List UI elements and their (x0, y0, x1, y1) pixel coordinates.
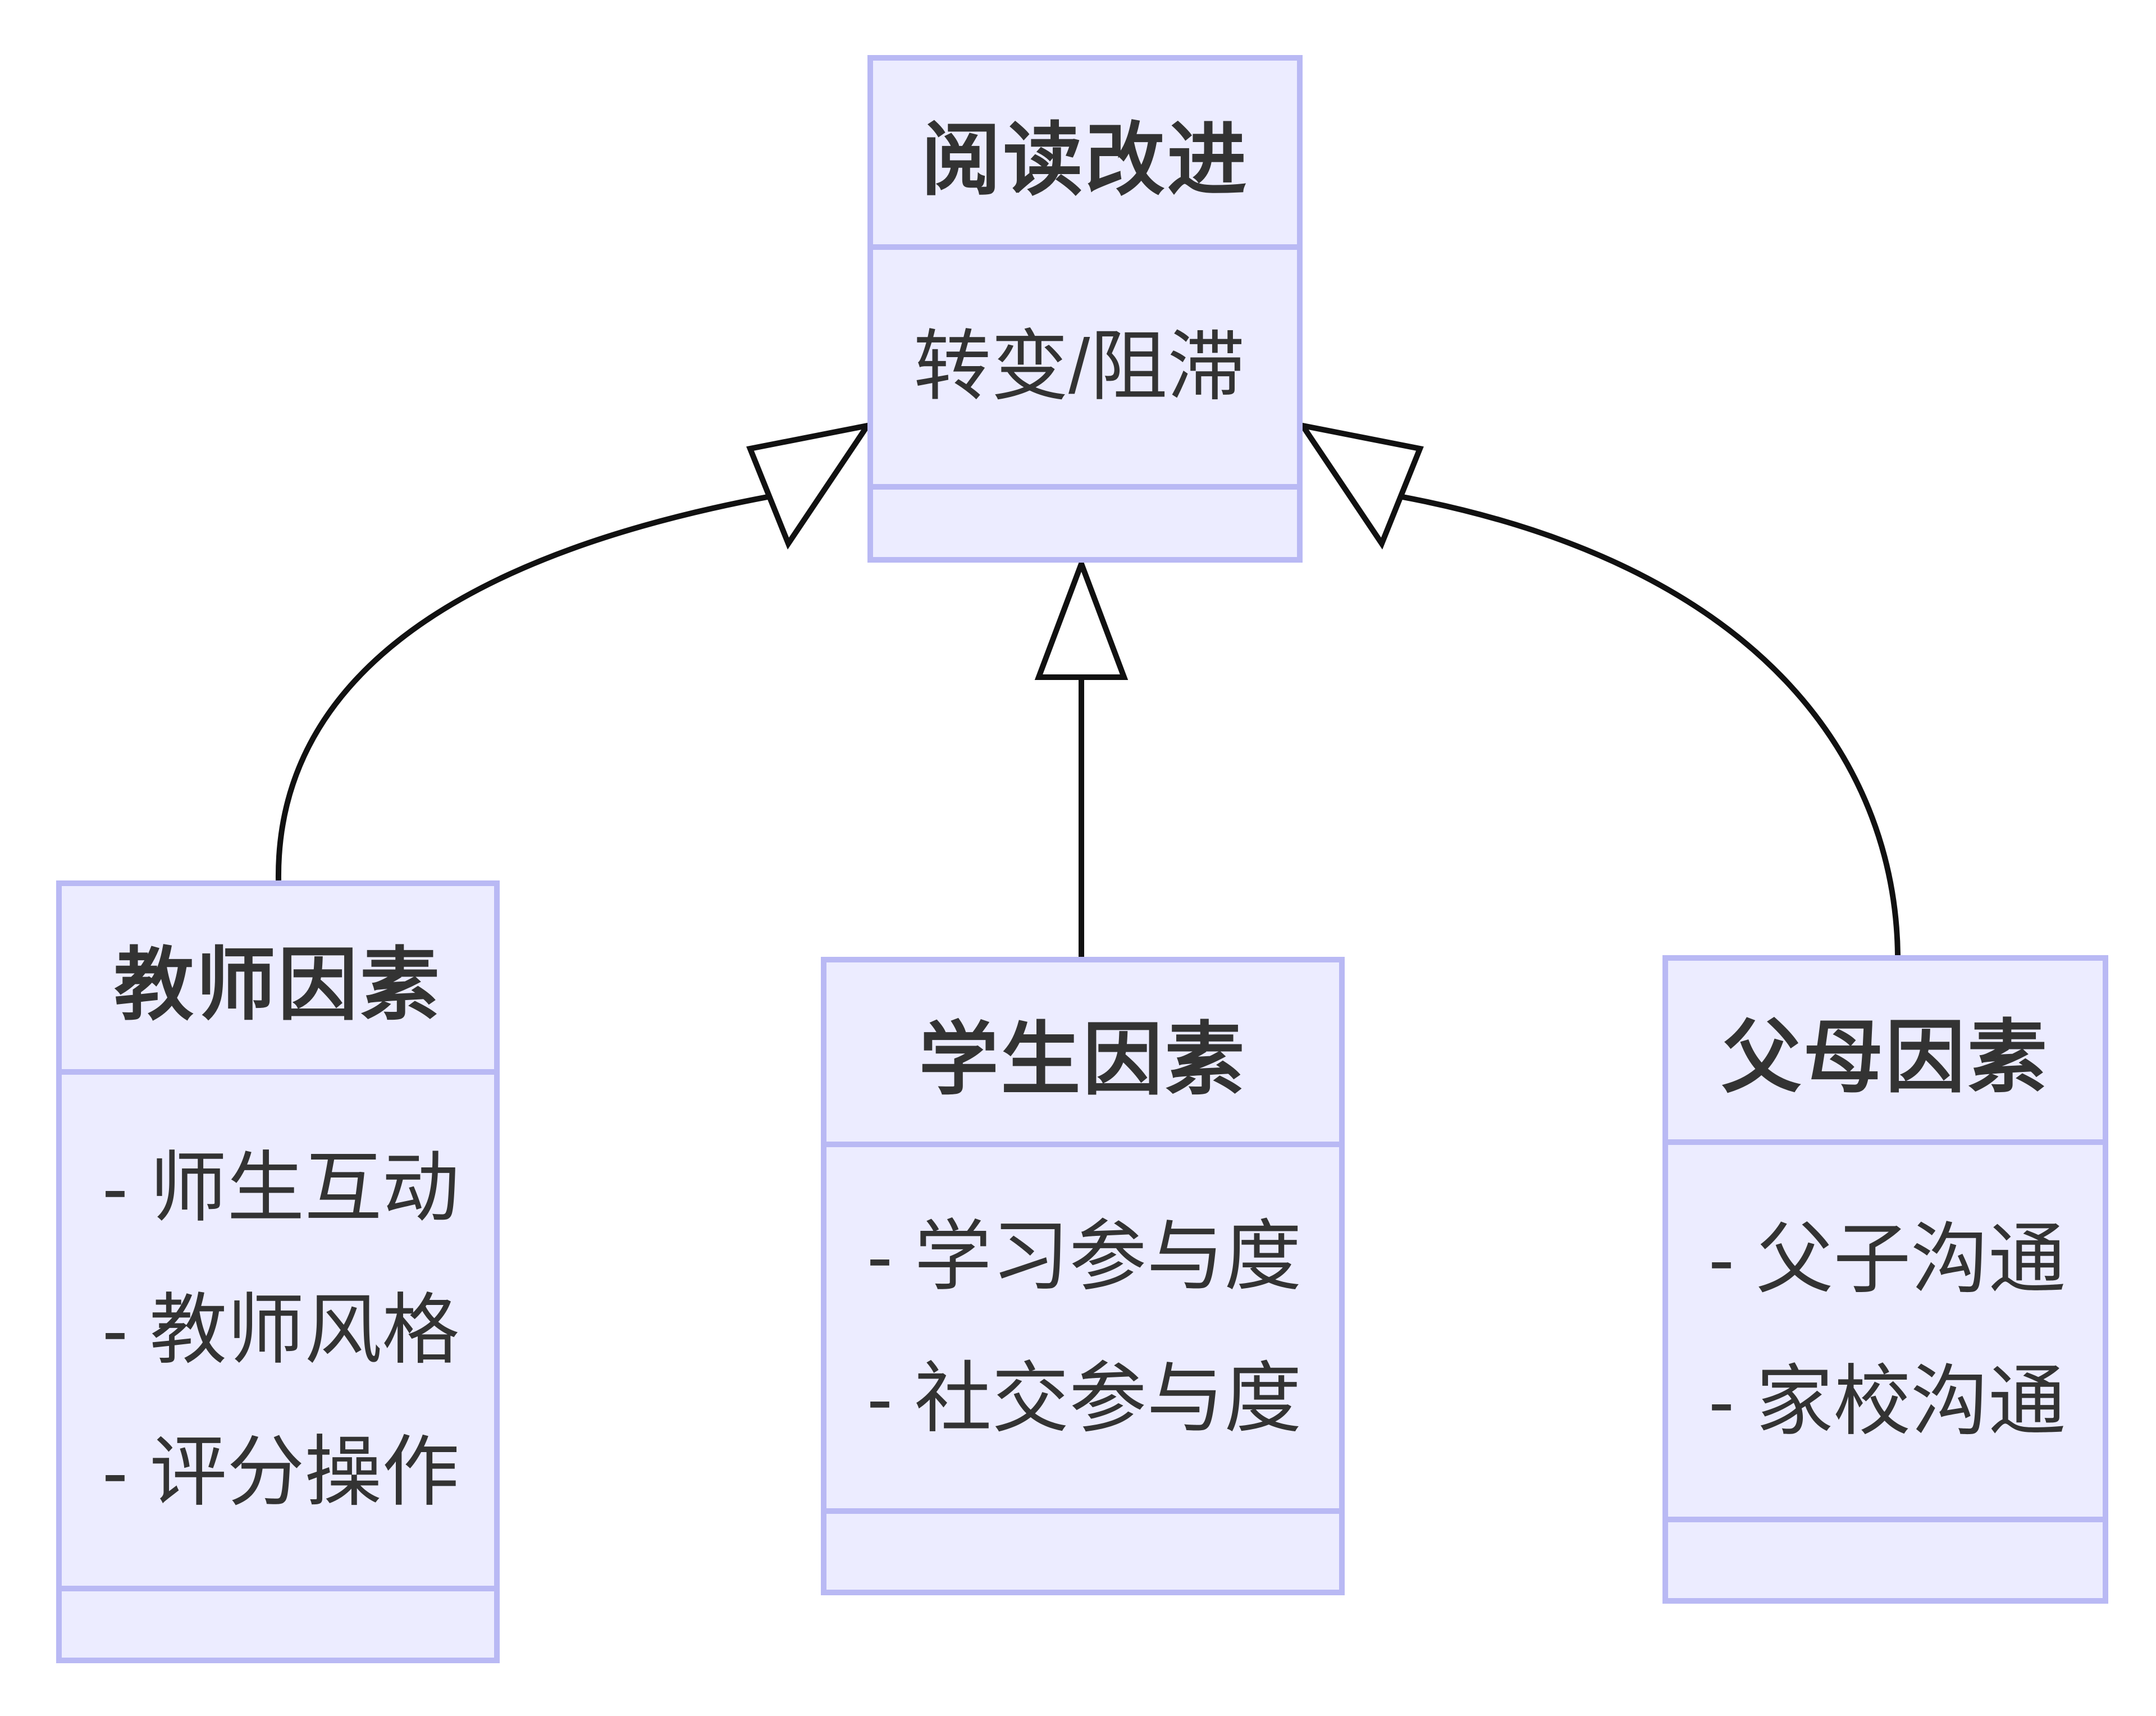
class-footer (826, 1508, 1339, 1590)
class-members: - 学习参与度 - 社交参与度 (826, 1147, 1339, 1508)
class-member: - 家校沟通 (1709, 1358, 2066, 1445)
class-member: - 师生互动 (102, 1144, 460, 1231)
class-title: 阅读改进 (873, 61, 1297, 250)
class-member: - 学习参与度 (867, 1213, 1302, 1300)
class-member: - 社交参与度 (867, 1355, 1302, 1442)
class-box-student-factors: 学生因素 - 学习参与度 - 社交参与度 (821, 957, 1345, 1595)
class-box-parent-factors: 父母因素 - 父子沟通 - 家校沟通 (1662, 955, 2108, 1604)
inheritance-arrowhead-icon (1034, 555, 1129, 680)
class-member: - 教师风格 (102, 1286, 460, 1373)
inheritance-arrowhead-icon (1296, 421, 1424, 550)
inheritance-edge-student-to-reading (1034, 555, 1129, 957)
class-title: 学生因素 (826, 962, 1339, 1147)
class-members: 转变/阻滞 (873, 250, 1297, 484)
inheritance-arrowhead-icon (746, 421, 874, 550)
class-box-reading-improvement: 阅读改进 转变/阻滞 (867, 55, 1303, 563)
class-title: 教师因素 (62, 886, 494, 1075)
class-members: - 父子沟通 - 家校沟通 (1668, 1145, 2103, 1517)
inheritance-edge-parent-to-reading (1296, 421, 1901, 956)
class-member: - 父子沟通 (1709, 1216, 2066, 1303)
class-member: 转变/阻滞 (913, 323, 1245, 410)
class-footer (1668, 1517, 2103, 1598)
class-footer (873, 484, 1297, 557)
class-box-teacher-factors: 教师因素 - 师生互动 - 教师风格 - 评分操作 (56, 880, 500, 1663)
class-footer (62, 1586, 494, 1658)
class-member: - 评分操作 (102, 1429, 460, 1516)
class-title: 父母因素 (1668, 961, 2103, 1145)
class-members: - 师生互动 - 教师风格 - 评分操作 (62, 1075, 494, 1586)
inheritance-edge-teacher-to-reading (275, 421, 874, 881)
